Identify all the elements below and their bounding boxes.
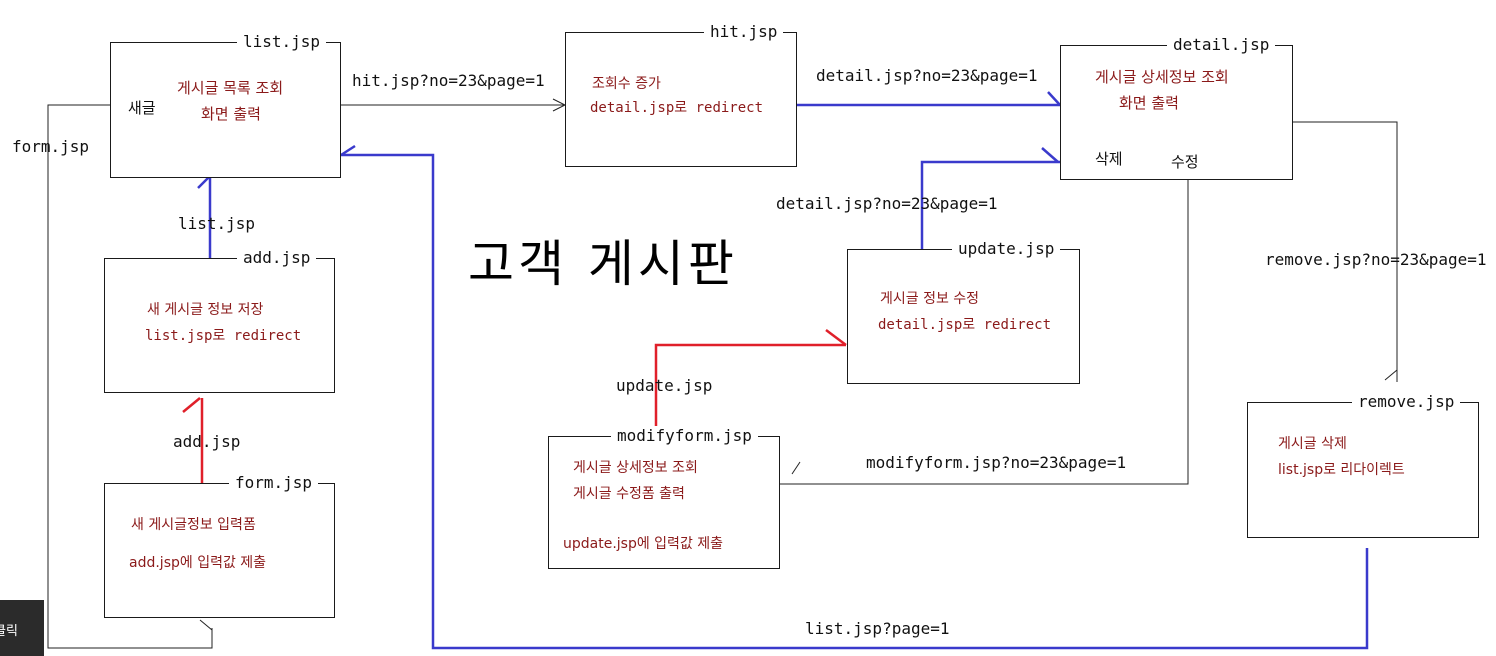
list-box-line1: 게시글 목록 조회	[177, 79, 284, 97]
detail-box-line1: 게시글 상세정보 조회	[1095, 68, 1229, 86]
remove-box-title: remove.jsp	[1352, 392, 1461, 411]
hit-box-line2: detail.jsp로 redirect	[590, 100, 764, 116]
detail-box-title: detail.jsp	[1167, 35, 1276, 54]
tooltip-fragment: 클릭	[0, 600, 44, 656]
form-box-line2: add.jsp에 입력값 제출	[129, 555, 267, 571]
modifyform-box: modifyform.jsp 게시글 상세정보 조회 게시글 수정폼 출력 up…	[548, 426, 780, 569]
modifyform-box-line3: update.jsp에 입력값 제출	[563, 536, 724, 552]
remove-box: remove.jsp 게시글 삭제 list.jsp로 리다이렉트	[1247, 392, 1479, 538]
update-box: update.jsp 게시글 정보 수정 detail.jsp로 redirec…	[847, 239, 1080, 384]
add-box-line2: list.jsp로 redirect	[145, 328, 302, 344]
add-box-line1: 새 게시글 정보 저장	[147, 302, 264, 318]
detail-delete-label: 삭제	[1095, 150, 1123, 168]
hit-box-title: hit.jsp	[704, 22, 784, 41]
modifyform-box-line2: 게시글 수정폼 출력	[573, 486, 685, 502]
edge-label-form-to-add: add.jsp	[173, 432, 241, 451]
list-box-title: list.jsp	[237, 32, 327, 51]
form-box-title: form.jsp	[229, 473, 319, 492]
detail-box: detail.jsp 게시글 상세정보 조회 화면 출력 삭제 수정	[1060, 35, 1293, 180]
tooltip-fragment-text: 클릭	[0, 624, 18, 639]
add-box: add.jsp 새 게시글 정보 저장 list.jsp로 redirect	[104, 248, 335, 393]
edge-label-list-to-form: form.jsp	[12, 137, 90, 156]
edge-label-modifyform-to-update: update.jsp	[616, 376, 713, 395]
edge-label-detail-to-remove: remove.jsp?no=23&page=1	[1265, 250, 1487, 269]
add-box-title: add.jsp	[237, 248, 317, 267]
remove-box-line1: 게시글 삭제	[1278, 436, 1347, 452]
detail-box-line2: 화면 출력	[1119, 94, 1179, 112]
diagram-title: 고객 게시판	[468, 235, 738, 293]
update-box-line1: 게시글 정보 수정	[880, 291, 980, 307]
edge-label-remove-to-list: list.jsp?page=1	[805, 619, 950, 638]
edge-label-list-to-hit: hit.jsp?no=23&page=1	[352, 71, 545, 90]
list-box-line2: 화면 출력	[201, 105, 261, 123]
list-box: list.jsp 게시글 목록 조회 화면 출력 새글	[110, 32, 341, 178]
detail-edit-label: 수정	[1171, 153, 1199, 171]
hit-box: hit.jsp 조회수 증가 detail.jsp로 redirect	[565, 22, 797, 167]
edge-label-detail-to-modifyform: modifyform.jsp?no=23&page=1	[866, 453, 1127, 472]
edge-label-hit-to-detail: detail.jsp?no=23&page=1	[816, 66, 1038, 85]
form-box-line1: 새 게시글정보 입력폼	[131, 517, 256, 533]
modifyform-box-line1: 게시글 상세정보 조회	[573, 460, 698, 476]
form-box: form.jsp 새 게시글정보 입력폼 add.jsp에 입력값 제출	[104, 473, 335, 618]
edge-label-add-to-list: list.jsp	[178, 214, 256, 233]
update-box-line2: detail.jsp로 redirect	[878, 317, 1052, 333]
modifyform-box-title: modifyform.jsp	[611, 426, 758, 445]
hit-box-line1: 조회수 증가	[592, 76, 661, 92]
update-box-title: update.jsp	[952, 239, 1061, 258]
remove-box-line2: list.jsp로 리다이렉트	[1278, 462, 1405, 478]
edge-label-update-to-detail: detail.jsp?no=23&page=1	[776, 194, 998, 213]
list-box-new-post-label: 새글	[128, 99, 156, 117]
